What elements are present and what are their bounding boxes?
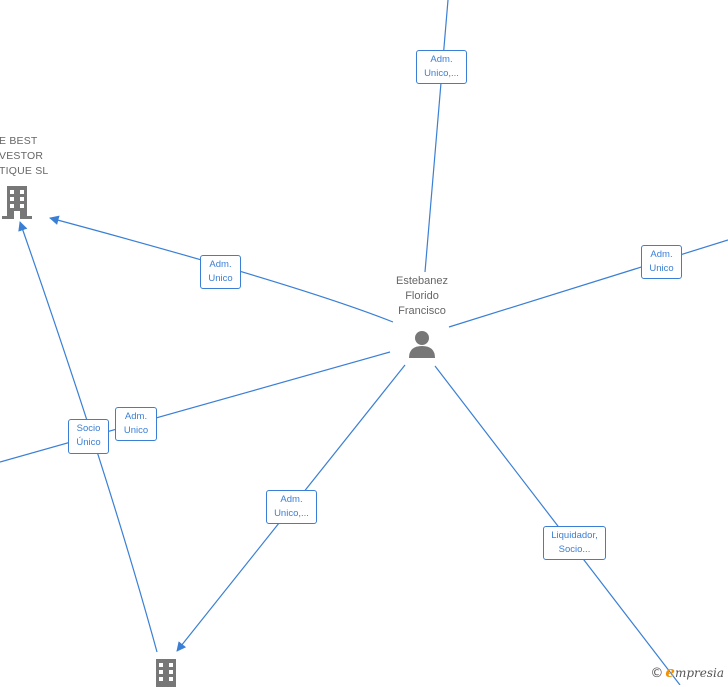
- role-left-adm-line-2: Unico: [123, 425, 149, 436]
- brand-name: mpresia: [674, 666, 724, 680]
- person-icon[interactable]: [407, 329, 437, 359]
- edge-socio: [18, 221, 158, 653]
- role-top-line-1: Adm.: [430, 54, 453, 65]
- edge-bottom-right: [434, 365, 681, 685]
- role-upper-left-line-2: Unico: [208, 273, 233, 284]
- person-name[interactable]: Estebanez Florido Francisco: [380, 274, 464, 319]
- role-bottom-left-line-1: Adm.: [280, 494, 303, 505]
- person-name-line-1: Estebanez: [396, 275, 448, 287]
- copyright-symbol: ©: [650, 666, 664, 681]
- company-top-left-name[interactable]: E BEST VESTOR TIQUE SL: [0, 134, 48, 179]
- role-socio-line-2: Único: [76, 437, 101, 448]
- role-box-upper-left[interactable]: Adm. Unico: [200, 255, 241, 289]
- role-socio-line-1: Socio: [76, 423, 101, 434]
- role-left-adm-line-1: Adm.: [124, 411, 148, 422]
- role-right-line-1: Adm.: [650, 249, 673, 260]
- role-bottom-right-line-2: Socio...: [558, 544, 591, 555]
- company-name-line-1: E BEST: [0, 135, 38, 147]
- edge-top: [424, 0, 449, 273]
- role-box-left-adm[interactable]: Adm. Unico: [115, 407, 157, 441]
- company-name-line-3: TIQUE SL: [0, 165, 49, 177]
- empresia-watermark: ©empresia: [650, 663, 724, 681]
- role-box-top[interactable]: Adm. Unico,...: [416, 50, 467, 84]
- role-box-bottom-left[interactable]: Adm. Unico,...: [266, 490, 317, 524]
- role-box-bottom-right[interactable]: Liquidador, Socio...: [543, 526, 606, 560]
- role-right-line-2: Unico: [649, 263, 674, 274]
- building-icon-bottom[interactable]: [153, 659, 179, 687]
- role-box-right[interactable]: Adm. Unico: [641, 245, 682, 279]
- person-name-line-2: Florido: [405, 290, 439, 302]
- person-name-line-3: Francisco: [398, 305, 446, 317]
- edge-left: [0, 351, 391, 463]
- edge-upper-left: [49, 215, 394, 323]
- brand-initial: e: [665, 663, 675, 681]
- role-bottom-right-line-1: Liquidador,: [551, 530, 598, 541]
- role-upper-left-line-1: Adm.: [209, 259, 232, 270]
- building-icon[interactable]: [2, 186, 32, 220]
- edge-right: [448, 239, 728, 328]
- role-box-left-socio[interactable]: Socio Único: [68, 419, 109, 454]
- company-name-line-2: VESTOR: [0, 150, 44, 162]
- role-top-line-2: Unico,...: [424, 68, 459, 79]
- role-bottom-left-line-2: Unico,...: [274, 508, 309, 519]
